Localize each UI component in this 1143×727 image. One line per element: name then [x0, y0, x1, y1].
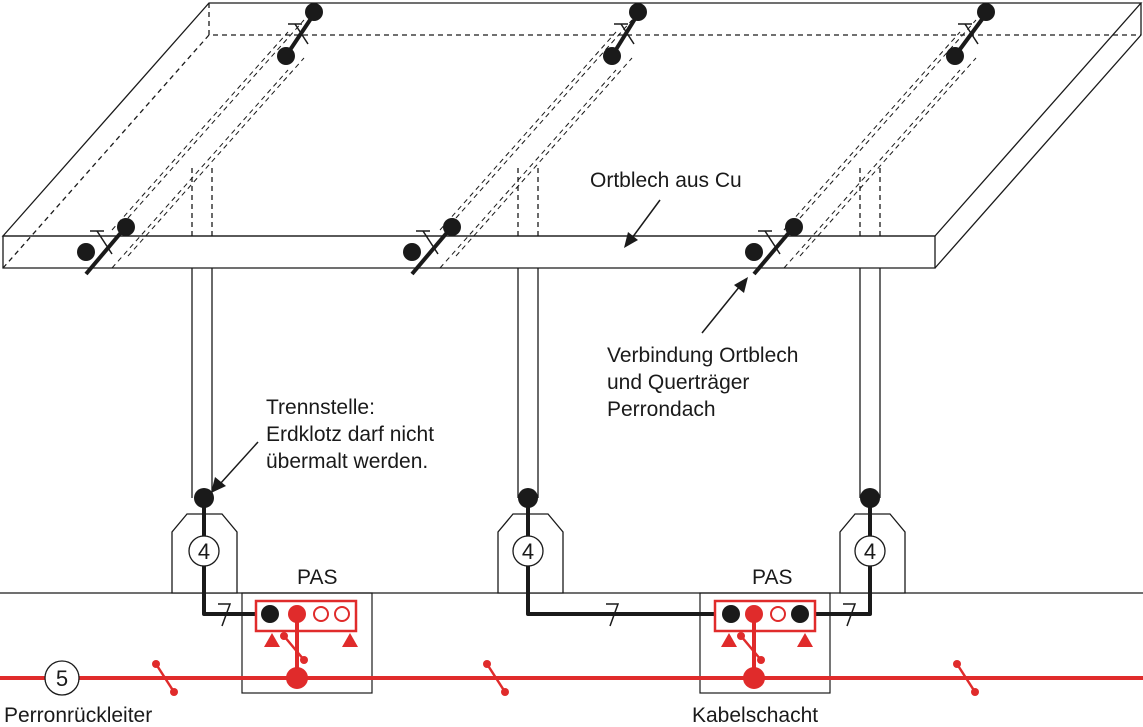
label-perronrueckleiter: Perronrückleiter: [4, 704, 152, 727]
arrow-verbindung: [701, 277, 748, 334]
wire-ticks: [218, 603, 857, 627]
cable-pit-right: [699, 592, 831, 694]
roof-hidden-edges: [2, 34, 1141, 269]
foot-number-left: 4: [198, 539, 210, 564]
column-right: [859, 168, 881, 498]
label-verbindung-line3: Perrondach: [607, 398, 716, 421]
cross-beams: [111, 19, 977, 269]
roof-slab: [1, 2, 1143, 269]
connector-back-left: [277, 3, 323, 65]
label-trennstelle-line3: übermalt werden.: [266, 450, 428, 473]
label-trennstelle-line2: Erdklotz darf nicht: [266, 423, 434, 446]
foot-number-circles: [188, 535, 886, 567]
cross-beam-middle: [439, 19, 633, 269]
label-ortblech: Ortblech aus Cu: [590, 169, 742, 192]
column-left: [191, 168, 213, 498]
connector-back-middle: [603, 3, 647, 65]
pas-left: [254, 599, 358, 689]
columns: [191, 168, 881, 498]
foot-number-middle: 4: [522, 539, 534, 564]
cable-pit-left: [241, 592, 373, 694]
foot-number-right: 4: [864, 539, 876, 564]
return-conductor: [0, 660, 1143, 696]
cross-beam-left: [111, 19, 305, 269]
return-conductor-number: 5: [56, 666, 68, 691]
return-conductor-number-circle: [44, 660, 80, 696]
label-kabelschacht: Kabelschacht: [692, 704, 818, 727]
cable-pits: [241, 592, 831, 694]
label-pas-left: PAS: [297, 566, 337, 589]
column-dots: [194, 488, 880, 508]
arrow-ortblech: [624, 199, 661, 248]
roof-connectors: [77, 3, 995, 276]
pas-right: [713, 599, 817, 689]
annotation-arrows: [211, 199, 748, 493]
arrow-trennstelle: [211, 441, 259, 493]
column-middle: [517, 168, 539, 498]
label-verbindung-line1: Verbindung Ortblech: [607, 344, 798, 367]
connector-front-left: [77, 218, 135, 276]
label-trennstelle-line1: Trennstelle:: [266, 396, 375, 419]
label-pas-right: PAS: [752, 566, 792, 589]
connector-front-middle: [403, 218, 461, 276]
label-verbindung-line2: und Querträger: [607, 371, 749, 394]
connector-front-right: [745, 218, 803, 276]
connector-back-right: [946, 3, 995, 65]
